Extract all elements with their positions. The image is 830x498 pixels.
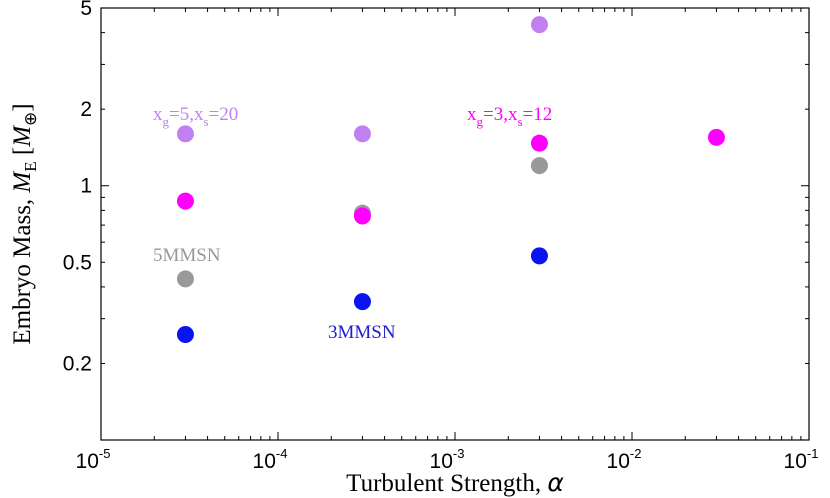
data-point-series-2: [353, 207, 371, 225]
y-tick-label: 0.5: [63, 251, 92, 274]
data-point-series-3: [530, 16, 548, 34]
x-tick-label: 10-4: [253, 446, 288, 473]
plot-frame: [100, 7, 810, 441]
x-tick-label: 10-3: [430, 446, 465, 473]
data-point-series-2: [176, 192, 194, 210]
data-point-series-3: [353, 125, 371, 143]
series-label-xg5-xs20: xg=5,xs=20: [153, 104, 238, 129]
y-tick-label: 5: [80, 0, 92, 20]
y-tick-label: 1: [80, 175, 92, 198]
x-axis-title: Turbulent Strength, α: [346, 468, 564, 497]
data-points: [176, 16, 725, 343]
data-point-series-1: [530, 157, 548, 175]
series-label-3mmsn: 3MMSN: [328, 322, 396, 343]
x-tick-label: 10-1: [784, 446, 819, 473]
data-point-series-0: [176, 325, 194, 343]
data-point-series-2: [530, 134, 548, 152]
data-point-series-2: [707, 128, 725, 146]
axis-ticks: 10-5 10-4 10-3 10-2 10-1 0.2 0.5 1 2 5: [63, 0, 819, 473]
y-tick-label: 0.2: [63, 352, 92, 375]
data-point-series-0: [353, 293, 371, 311]
series-label-xg3-xs12: xg=3,xs=12: [467, 104, 552, 129]
series-label-5mmsn: 5MMSN: [153, 245, 221, 266]
data-point-series-3: [176, 125, 194, 143]
x-tick-label: 10-5: [76, 446, 111, 473]
y-tick-label: 2: [80, 98, 92, 121]
data-point-series-1: [176, 270, 194, 288]
y-axis-title: Embryo Mass, ME [M⊕]: [9, 103, 40, 344]
x-tick-label: 10-2: [607, 446, 642, 473]
data-point-series-0: [530, 247, 548, 265]
